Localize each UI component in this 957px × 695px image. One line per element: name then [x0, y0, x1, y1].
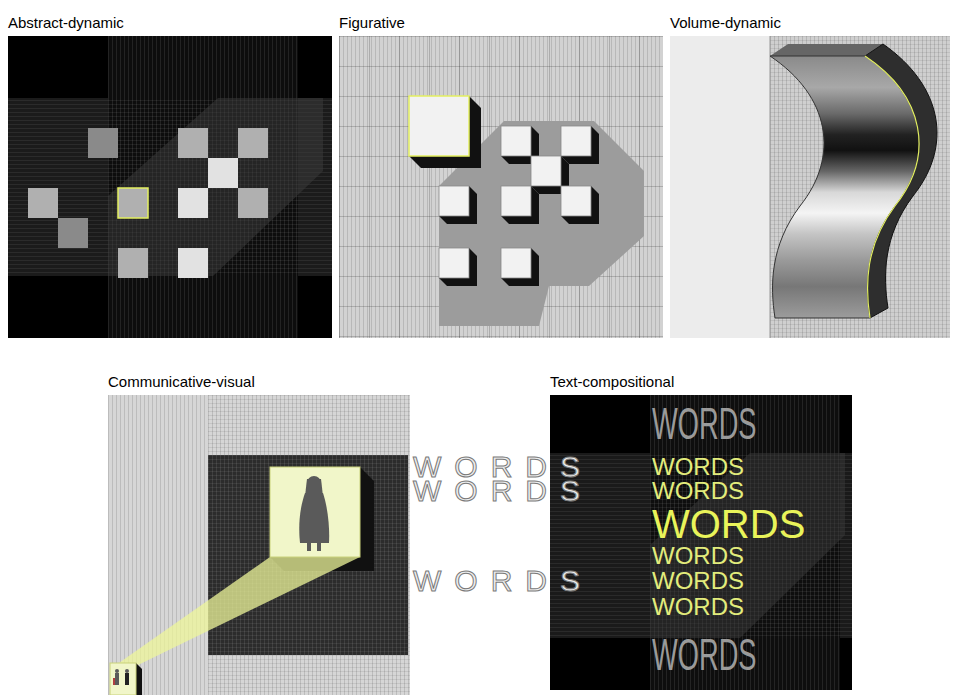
- art-rect: [770, 36, 950, 338]
- words-label: WORDS: [652, 569, 744, 593]
- art-rect: [501, 248, 531, 278]
- text-compositional-art: [550, 395, 852, 690]
- words-label: WORDS: [652, 595, 744, 619]
- words-label: WORDS: [652, 455, 744, 479]
- communicative-visual-panel: Communicative-visual: [108, 395, 410, 695]
- art-rect: [118, 248, 148, 278]
- art-path: [501, 248, 539, 286]
- art-rect: [208, 455, 408, 655]
- cube: [561, 126, 599, 164]
- art-rect: [88, 128, 118, 158]
- art-path: [136, 663, 142, 695]
- panel-title: Volume-dynamic: [670, 14, 781, 32]
- art-path: [270, 467, 374, 571]
- art-circle: [115, 669, 119, 673]
- art-rect: [307, 543, 311, 551]
- cube: [561, 186, 599, 224]
- art-rect: [270, 467, 360, 557]
- figurative-cubes: [409, 96, 599, 286]
- cube: [409, 96, 481, 168]
- art-rect: [339, 36, 663, 338]
- art-path: [770, 56, 919, 318]
- art-rect: [770, 36, 950, 338]
- panel-title: Text-compositional: [550, 373, 674, 391]
- art-path: [439, 186, 477, 224]
- art-rect: [317, 543, 321, 551]
- art-rect: [670, 36, 770, 338]
- art-rect: [439, 186, 469, 216]
- art-rect: [439, 248, 469, 278]
- art-rect: [238, 188, 268, 218]
- art-g: [113, 669, 129, 685]
- art-rect: [118, 188, 148, 218]
- art-rect: [113, 678, 115, 685]
- panel-title: Communicative-visual: [108, 373, 255, 391]
- art-line: [770, 36, 771, 338]
- panel-title: Figurative: [339, 14, 405, 32]
- words-label: WORDS: [413, 476, 593, 506]
- art-rect: [501, 126, 531, 156]
- words-label: WORDS: [652, 633, 757, 677]
- volume-dynamic-art: [670, 36, 950, 338]
- art-rect: [8, 98, 332, 276]
- art-rect: [339, 36, 663, 338]
- art-rect: [208, 455, 408, 655]
- words-label: WORDS: [652, 504, 805, 544]
- art-rect: [561, 186, 591, 216]
- art-rect: [501, 186, 531, 216]
- art-g: [299, 476, 329, 551]
- art-rect: [115, 673, 119, 685]
- art-rect: [108, 395, 410, 695]
- abstract-dynamic-panel: Abstract-dynamic: [8, 36, 332, 338]
- art-rect: [178, 128, 208, 158]
- art-path: [439, 248, 477, 286]
- art-rect: [178, 248, 208, 278]
- art-path: [770, 44, 883, 56]
- art-rect: [178, 188, 208, 218]
- art-rect: [8, 98, 332, 276]
- words-label: WORDS: [413, 566, 593, 596]
- art-rect: [58, 218, 88, 248]
- art-rect: [550, 453, 852, 638]
- communicative-visual-art: [108, 395, 410, 695]
- art-rect: [770, 36, 950, 338]
- abstract-dynamic-art: [8, 36, 332, 338]
- art-rect: [561, 126, 591, 156]
- art-path: [299, 493, 329, 543]
- art-rect: [8, 36, 332, 338]
- art-rect: [409, 96, 469, 156]
- cube: [501, 186, 539, 224]
- art-rect: [238, 128, 268, 158]
- figurative-panel: Figurative: [339, 36, 663, 338]
- words-label: WORDS: [652, 479, 744, 503]
- panel-title: Abstract-dynamic: [8, 14, 124, 32]
- art-polygon: [116, 557, 360, 665]
- art-path: [561, 126, 599, 164]
- art-rect: [550, 395, 852, 690]
- art-path: [865, 56, 919, 318]
- volume-dynamic-panel: Volume-dynamic: [670, 36, 950, 338]
- art-rect: [108, 395, 410, 695]
- art-rect: [208, 158, 238, 188]
- art-path: [561, 186, 599, 224]
- art-path: [409, 96, 481, 168]
- art-rect: [125, 673, 129, 685]
- art-rect: [531, 156, 561, 186]
- art-circle: [125, 669, 129, 673]
- art-rect: [28, 188, 58, 218]
- figurative-art: [339, 36, 663, 338]
- words-label: WORDS: [652, 402, 757, 446]
- art-rect: [208, 455, 408, 655]
- cube: [439, 186, 477, 224]
- art-polygon: [650, 453, 845, 638]
- art-path: [501, 186, 539, 224]
- art-rect: [110, 663, 136, 695]
- art-rect: [550, 453, 852, 638]
- art-rect: [208, 395, 410, 695]
- words-label: WORDS: [652, 544, 744, 568]
- cube: [439, 248, 477, 286]
- art-rect: [339, 36, 663, 338]
- cube: [501, 248, 539, 286]
